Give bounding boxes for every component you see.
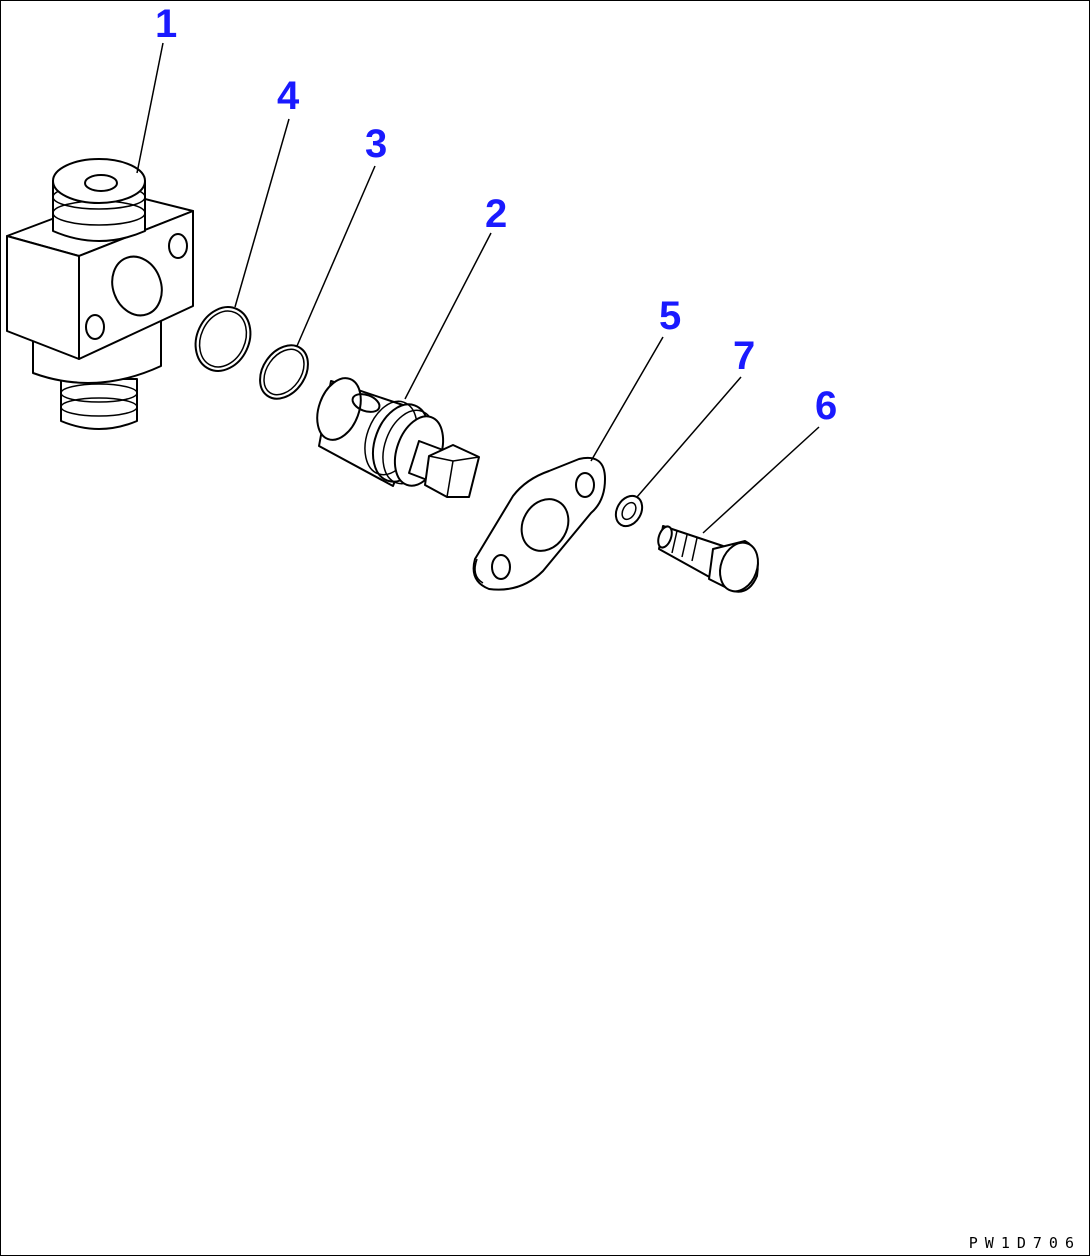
callout-6: 6 — [815, 384, 837, 428]
leader-line-3 — [296, 165, 376, 347]
callout-4: 4 — [277, 74, 300, 118]
leader-line-7 — [636, 376, 742, 498]
part-6-bolt — [657, 525, 759, 593]
leader-line-2 — [404, 232, 492, 400]
part-3-o-ring — [259, 344, 309, 400]
callout-1: 1 — [155, 2, 177, 46]
leader-line-5 — [590, 336, 664, 462]
part-2-cartridge — [316, 377, 480, 498]
leader-line-1 — [136, 42, 164, 174]
callout-7: 7 — [733, 334, 755, 378]
drawing-code-label: PW1D706 — [968, 1234, 1081, 1252]
leader-lines — [136, 42, 820, 534]
callout-2: 2 — [485, 192, 507, 236]
callout-5: 5 — [659, 294, 681, 338]
part-5-flange-plate — [472, 457, 606, 591]
leader-line-4 — [234, 118, 290, 308]
part-7-washer — [614, 494, 644, 528]
leader-line-6 — [702, 426, 820, 534]
part-1-valve-body — [6, 158, 194, 430]
callout-3: 3 — [365, 122, 387, 166]
part-4-o-ring — [194, 306, 252, 372]
